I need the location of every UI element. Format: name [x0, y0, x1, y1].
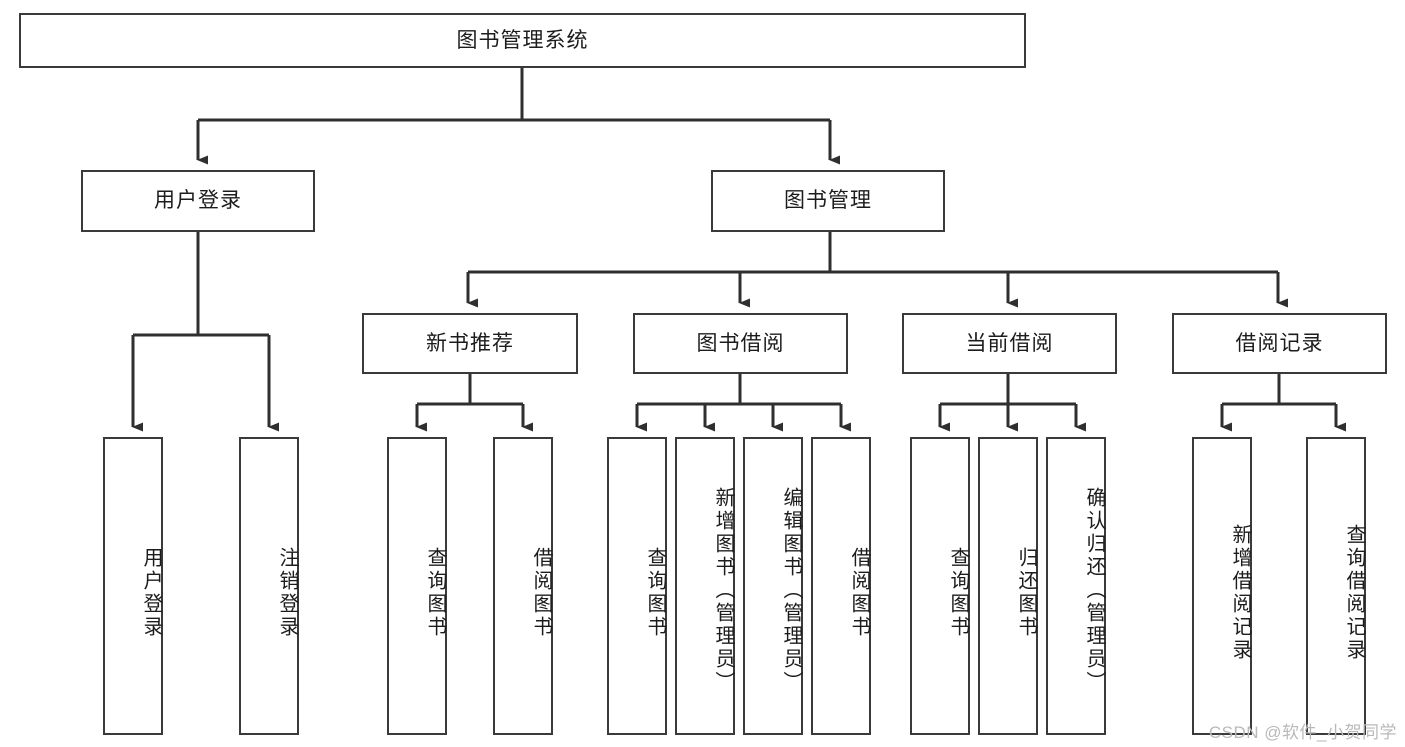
node-leaf-logout-login[interactable]: 注销登录 [239, 437, 299, 735]
node-leaf-confirm-return-label: 确认归还（管理员） [1083, 486, 1105, 694]
node-leaf-query-record[interactable]: 查询借阅记录 [1306, 437, 1366, 735]
node-leaf-query-book-3[interactable]: 查询图书 [910, 437, 970, 735]
node-root[interactable]: 图书管理系统 [19, 13, 1026, 68]
node-book-borrow-label: 图书借阅 [696, 331, 785, 355]
node-leaf-add-book-label: 新增图书（管理员） [712, 486, 734, 694]
node-current-borrow-label: 当前借阅 [965, 331, 1054, 355]
node-leaf-add-record[interactable]: 新增借阅记录 [1192, 437, 1252, 735]
node-book-borrow[interactable]: 图书借阅 [633, 313, 848, 374]
node-leaf-query-book-2[interactable]: 查询图书 [607, 437, 667, 735]
node-leaf-add-record-label: 新增借阅记录 [1229, 524, 1251, 662]
node-leaf-edit-book[interactable]: 编辑图书（管理员） [743, 437, 803, 735]
node-borrow-record-label: 借阅记录 [1235, 331, 1324, 355]
node-leaf-return-book-label: 归还图书 [1015, 547, 1037, 639]
node-leaf-user-login[interactable]: 用户登录 [103, 437, 163, 735]
node-leaf-confirm-return[interactable]: 确认归还（管理员） [1046, 437, 1106, 735]
node-leaf-logout-login-label: 注销登录 [276, 547, 298, 639]
node-user-login-label: 用户登录 [154, 189, 242, 213]
node-leaf-query-book-1-label: 查询图书 [424, 547, 446, 639]
node-leaf-borrow-book-1[interactable]: 借阅图书 [493, 437, 553, 735]
node-user-login[interactable]: 用户登录 [81, 170, 315, 232]
node-borrow-record[interactable]: 借阅记录 [1172, 313, 1387, 374]
node-leaf-edit-book-label: 编辑图书（管理员） [780, 486, 802, 694]
node-leaf-borrow-book-2-label: 借阅图书 [848, 547, 870, 639]
node-leaf-query-book-1[interactable]: 查询图书 [387, 437, 447, 735]
node-leaf-return-book[interactable]: 归还图书 [978, 437, 1038, 735]
node-leaf-add-book[interactable]: 新增图书（管理员） [675, 437, 735, 735]
node-book-management[interactable]: 图书管理 [711, 170, 945, 232]
csdn-watermark: CSDN @软件_小贺同学 [1208, 723, 1397, 742]
node-leaf-query-book-3-label: 查询图书 [947, 547, 969, 639]
node-new-book-recommend-label: 新书推荐 [426, 331, 514, 355]
node-leaf-borrow-book-2[interactable]: 借阅图书 [811, 437, 871, 735]
node-root-label: 图书管理系统 [456, 28, 589, 52]
node-current-borrow[interactable]: 当前借阅 [902, 313, 1117, 374]
node-new-book-recommend[interactable]: 新书推荐 [362, 313, 578, 374]
node-book-management-label: 图书管理 [784, 189, 872, 213]
node-leaf-query-book-2-label: 查询图书 [644, 547, 666, 639]
node-leaf-borrow-book-1-label: 借阅图书 [530, 547, 552, 639]
node-leaf-user-login-label: 用户登录 [140, 547, 162, 639]
node-leaf-query-record-label: 查询借阅记录 [1343, 524, 1365, 662]
